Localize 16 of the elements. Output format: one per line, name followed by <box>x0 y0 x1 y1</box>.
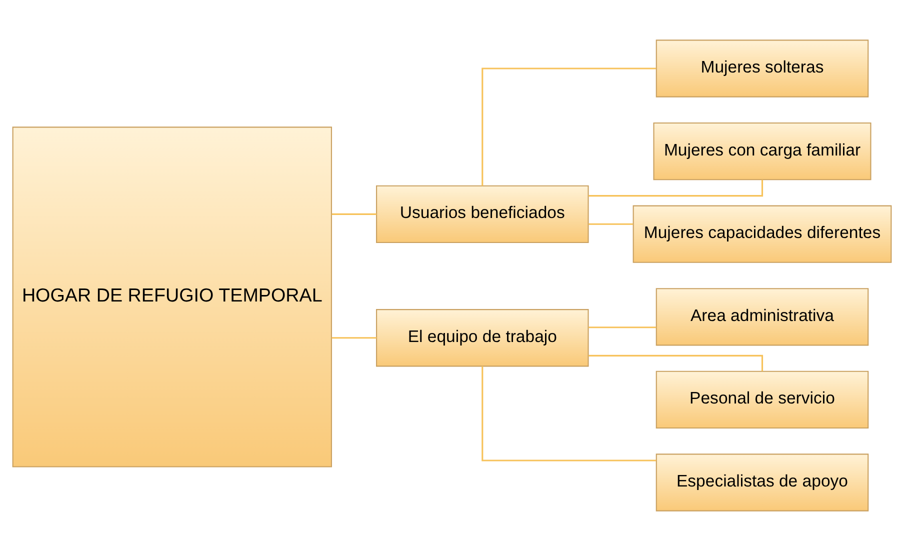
node-box: Mujeres con carga familiar <box>653 122 872 180</box>
connector <box>332 337 376 339</box>
connector <box>332 213 376 215</box>
node-box: Mujeres solteras <box>656 40 869 98</box>
node-box: Area administrativa <box>656 288 869 346</box>
node-box: Pesonal de servicio <box>656 370 869 429</box>
node-box: Usuarios beneficiados <box>376 185 589 244</box>
connector <box>482 366 656 462</box>
connector <box>588 180 764 197</box>
connector <box>588 223 634 225</box>
node-box: Mujeres capacidades diferentes <box>632 205 892 263</box>
node-box: HOGAR DE REFUGIO TEMPORAL <box>12 126 332 468</box>
node-box: El equipo de trabajo <box>376 309 589 367</box>
connector <box>482 68 656 186</box>
node-box: Especialistas de apoyo <box>656 454 869 512</box>
connector <box>588 326 656 328</box>
